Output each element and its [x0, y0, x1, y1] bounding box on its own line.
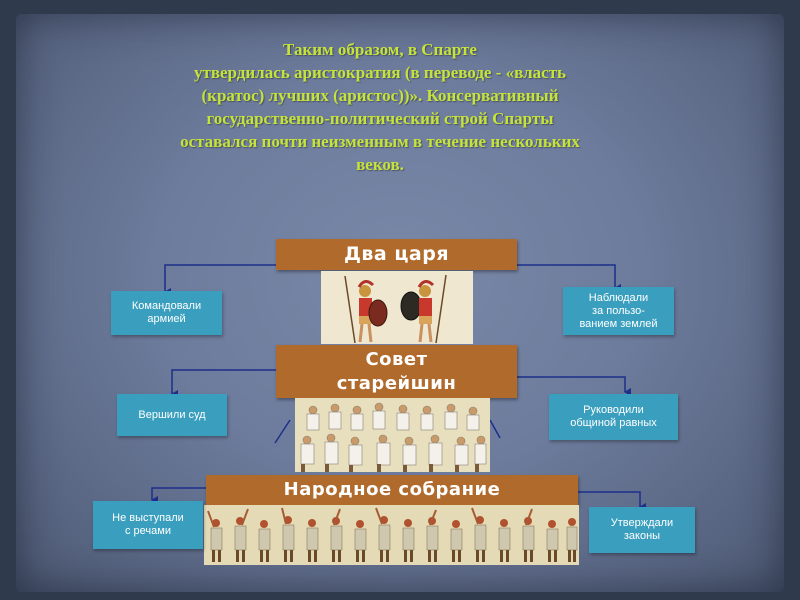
connector-council-right: [517, 376, 631, 396]
function-lead-line1: Руководили: [583, 404, 644, 416]
connector-council-left: [171, 369, 276, 398]
function-observe-line1: Наблюдали: [588, 291, 649, 304]
intro-line: Таким образом, в Спарте: [283, 40, 477, 59]
intro-line: оставался почти неизменным в течение нес…: [180, 132, 580, 151]
function-judge: Вершили суд: [117, 394, 227, 436]
elders-illustration: [295, 398, 490, 472]
tier-council-line1: Совет: [365, 349, 428, 370]
warriors-illustration: [321, 271, 473, 344]
function-lead-community: Руководили общиной равных: [549, 394, 678, 440]
intro-line: (кратос) лучших (аристос))». Консерватив…: [201, 86, 559, 105]
connector-kings-left: [164, 264, 276, 296]
function-approve-line1: Утверждали: [610, 517, 674, 529]
function-nospeech-line2: с речами: [125, 525, 171, 537]
function-command-army: Командовали армией: [111, 291, 222, 335]
function-observe-line3: ванием землей: [579, 317, 658, 330]
function-no-speeches: Не выступали с речами: [93, 501, 203, 549]
tier-assembly-label: Народное собрание: [283, 479, 501, 500]
function-nospeech-line1: Не выступали: [112, 512, 184, 524]
intro-line: веков.: [356, 155, 404, 174]
connector-diagonal: [274, 419, 291, 444]
council-elders-image: [295, 398, 490, 472]
connector-assembly-left: [151, 487, 206, 504]
tier-council-line2: старейшин: [336, 373, 457, 394]
intro-line: утвердилась аристократия (в переводе - «…: [193, 63, 567, 82]
peoples-assembly-image: [204, 505, 579, 565]
function-command-line1: Командовали: [131, 300, 202, 312]
function-observe-line2: за пользо-: [592, 304, 645, 317]
tier-peoples-assembly: Народное собрание: [206, 475, 578, 505]
function-observe-land: Наблюдали за пользо- ванием землей: [563, 287, 674, 335]
function-lead-line2: общиной равных: [570, 417, 657, 429]
function-command-line2: армией: [147, 313, 186, 325]
spartan-warriors-image: [321, 271, 473, 344]
tier-council-of-elders: Совет старейшин: [276, 345, 517, 398]
connector-kings-right: [517, 264, 621, 292]
connector-diagonal: [489, 419, 501, 439]
intro-text: Таким образом, в Спарте утвердилась арис…: [110, 38, 650, 176]
connector-assembly-right: [578, 491, 646, 511]
intro-line: государственно-политический строй Спарты: [206, 109, 554, 128]
function-judge-label: Вершили суд: [138, 408, 206, 421]
tier-two-kings-label: Два царя: [343, 243, 450, 265]
crowd-illustration: [204, 505, 579, 565]
function-approve-line2: законы: [623, 530, 661, 542]
tier-two-kings: Два царя: [276, 239, 517, 270]
function-approve-laws: Утверждали законы: [589, 507, 695, 553]
